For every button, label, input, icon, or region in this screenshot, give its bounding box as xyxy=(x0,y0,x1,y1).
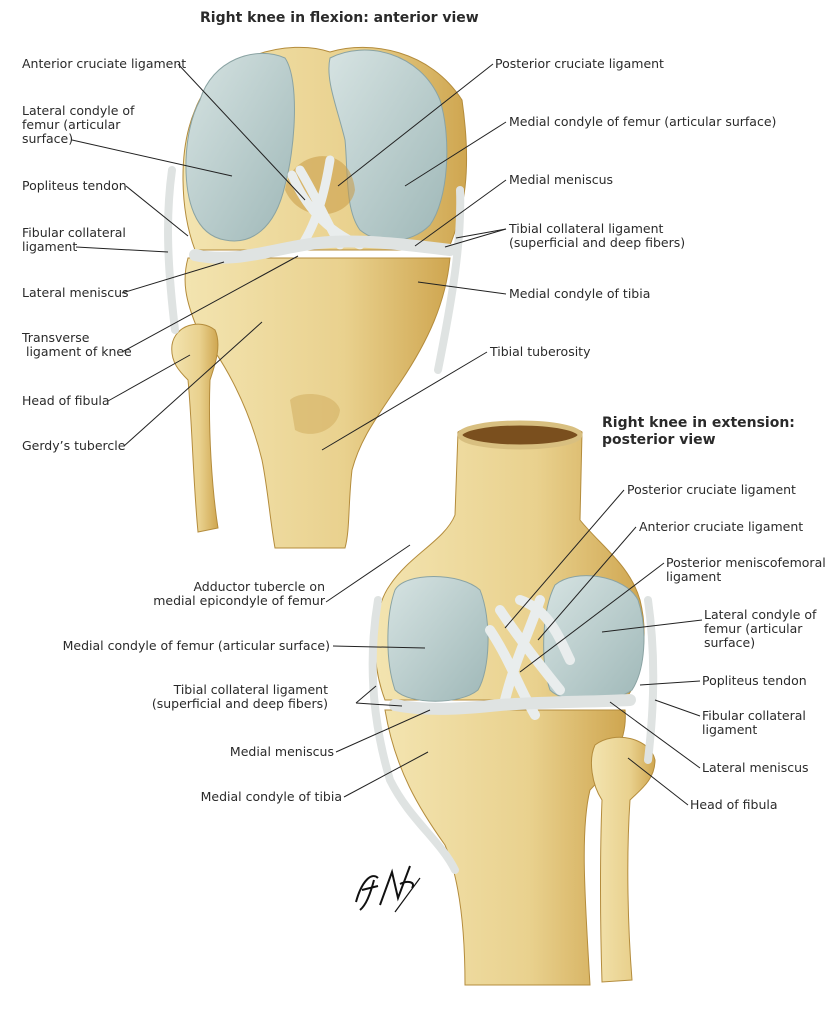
label-post-lat-meniscus: Lateral meniscus xyxy=(702,760,809,775)
leader-ant-acl xyxy=(177,63,306,201)
femur-shaft-cut xyxy=(457,420,583,450)
collateral-ligaments-anterior xyxy=(164,166,465,374)
label-post-acl: Anterior cruciate ligament xyxy=(639,519,804,534)
fibula-anterior xyxy=(171,323,219,533)
label-post-popliteus: Popliteus tendon xyxy=(702,673,807,688)
label-ant-transverse: Transverse ligament of knee xyxy=(22,330,132,359)
label-ant-med-condyle-tibia: Medial condyle of tibia xyxy=(509,286,651,301)
label-post-med-condyle-femur: Medial condyle of femur (articular surfa… xyxy=(62,638,330,653)
label-post-fibular-collateral: Fibular collateral ligament xyxy=(702,708,806,737)
label-ant-head-fibula: Head of fibula xyxy=(22,393,110,408)
label-ant-fibular-collateral: Fibular collateral ligament xyxy=(22,225,126,254)
leader-lines xyxy=(71,63,703,806)
leader-ant-med-meniscus xyxy=(414,179,507,247)
label-post-tibial-collateral: Tibial collateral ligament (superficial … xyxy=(151,682,328,711)
leader-post-head-fibula xyxy=(627,757,689,806)
lateral-condyle-posterior xyxy=(543,575,645,702)
tibia-posterior xyxy=(384,709,626,986)
lateral-condyle-anterior xyxy=(185,53,295,242)
leader-post-lat-meniscus xyxy=(609,701,701,769)
label-post-meniscofemoral: Posterior meniscofemoral ligament xyxy=(666,555,826,584)
leader-ant-med-condyle-tibia xyxy=(417,281,507,295)
leader-ant-med-condyle-femur xyxy=(404,121,507,187)
leader-post-med-meniscus xyxy=(335,709,431,753)
leader-post-lat-condyle xyxy=(601,619,703,633)
cruciates-posterior xyxy=(485,595,575,720)
posterior-knee xyxy=(368,420,658,986)
label-ant-lat-condyle: Lateral condyle of femur (articular surf… xyxy=(22,103,135,146)
leader-post-fibular-collateral xyxy=(654,699,701,717)
label-ant-tibial-collateral: Tibial collateral ligament (superficial … xyxy=(509,221,686,250)
label-post-med-meniscus: Medial meniscus xyxy=(229,744,334,759)
leader-ant-gerdy xyxy=(123,321,263,447)
leader-ant-fibular-collateral xyxy=(75,246,169,253)
label-post-lat-condyle: Lateral condyle of femur (articular surf… xyxy=(704,607,817,650)
leader-ant-tibial-tuberosity xyxy=(321,351,488,451)
leader-ant-transverse xyxy=(121,255,299,353)
label-post-adductor: Adductor tubercle on medial epicondyle o… xyxy=(153,579,325,608)
leader-post-acl xyxy=(537,526,637,641)
leader-ant-popliteus xyxy=(125,185,189,237)
leader-post-med-condyle-tibia xyxy=(343,751,429,798)
label-ant-med-condyle-femur: Medial condyle of femur (articular surfa… xyxy=(509,114,777,129)
label-ant-popliteus: Popliteus tendon xyxy=(22,178,127,193)
title-flexion: Right knee in flexion: anterior view xyxy=(200,10,479,26)
leader-ant-lat-condyle xyxy=(71,139,233,177)
menisci-anterior xyxy=(189,235,456,264)
label-ant-med-meniscus: Medial meniscus xyxy=(509,172,614,187)
leader-ant-head-fibula xyxy=(107,354,191,402)
title-extension: Right knee in extension: posterior view xyxy=(602,415,795,448)
label-post-head-fibula: Head of fibula xyxy=(690,797,778,812)
label-ant-gerdy: Gerdy’s tubercle xyxy=(22,438,126,453)
label-ant-acl: Anterior cruciate ligament xyxy=(22,56,187,71)
medial-condyle-anterior xyxy=(328,49,448,242)
label-post-med-condyle-tibia: Medial condyle of tibia xyxy=(200,789,342,804)
leader-post-tibial-collateral-b xyxy=(355,702,403,707)
leader-post-med-condyle-femur xyxy=(332,645,426,649)
fibula-posterior xyxy=(591,736,656,983)
anterior-knee xyxy=(164,46,468,549)
leader-post-meniscofemoral xyxy=(519,562,665,673)
leader-ant-tibial-collateral-a xyxy=(455,228,507,239)
leader-post-pcl xyxy=(504,489,625,629)
leader-ant-tibial-collateral-b xyxy=(444,228,507,248)
label-ant-lat-meniscus: Lateral meniscus xyxy=(22,285,129,300)
label-ant-pcl: Posterior cruciate ligament xyxy=(495,56,664,71)
label-post-pcl: Posterior cruciate ligament xyxy=(627,482,796,497)
leader-post-adductor xyxy=(325,544,411,603)
menisci-posterior xyxy=(389,694,636,715)
leader-post-tibial-collateral-a xyxy=(355,685,377,704)
leader-post-popliteus xyxy=(639,680,701,686)
artist-signature xyxy=(355,865,421,913)
tuberosity-anterior xyxy=(290,394,340,434)
medial-condyle-posterior xyxy=(387,576,489,702)
leader-ant-pcl xyxy=(337,63,494,187)
label-ant-tibial-tuberosity: Tibial tuberosity xyxy=(490,344,591,359)
leader-ant-lat-meniscus xyxy=(121,261,225,294)
